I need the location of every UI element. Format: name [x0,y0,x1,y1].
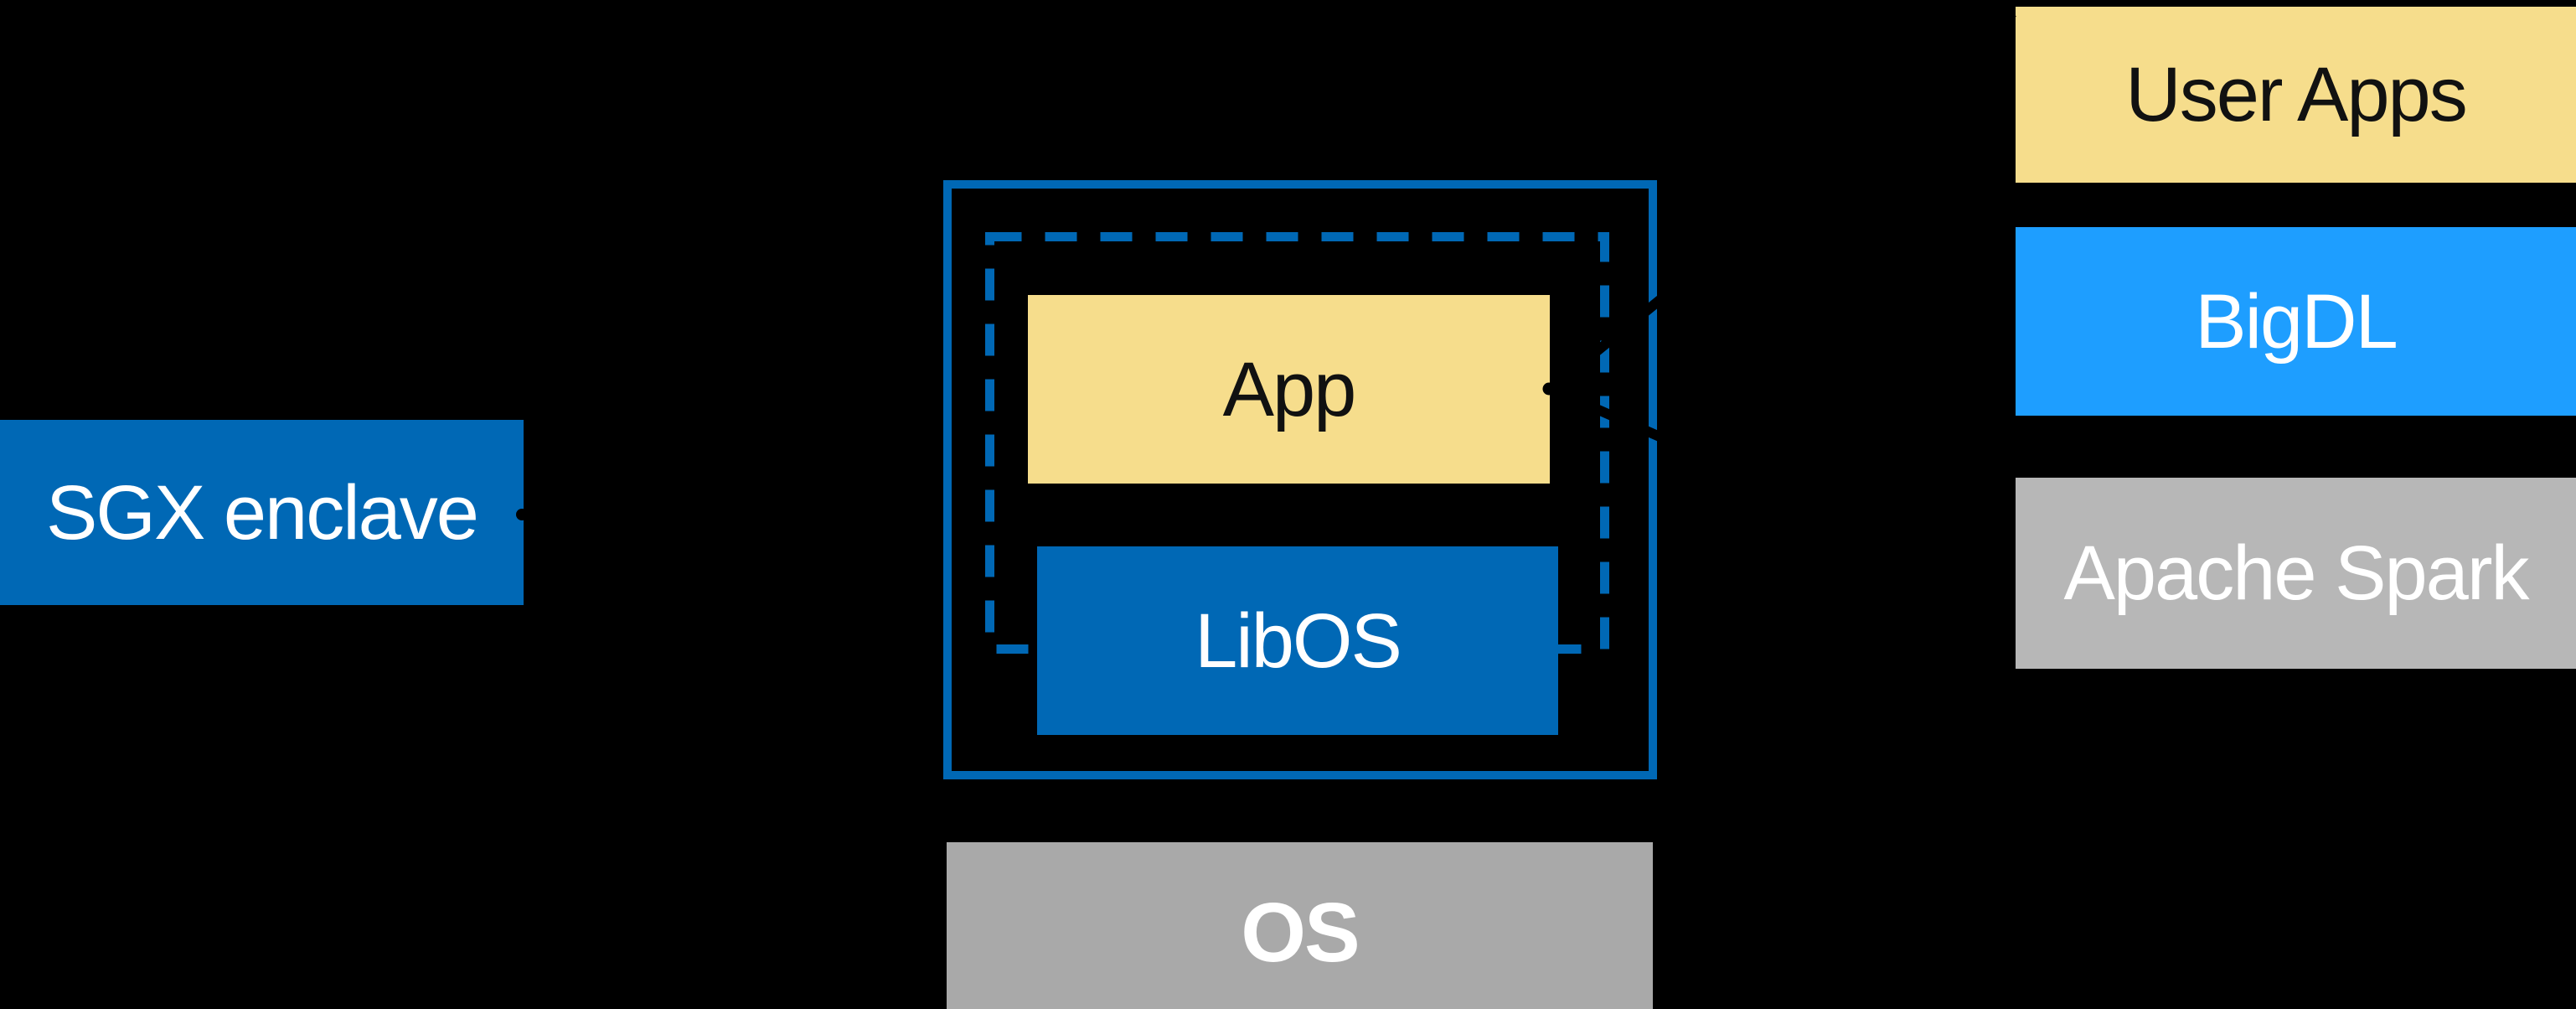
os-box: OS [947,842,1653,1009]
user-apps-label: User Apps [2125,52,2467,137]
apache-spark-box: Apache Spark [2016,478,2576,669]
apache-spark-label: Apache Spark [2063,530,2530,616]
os-label: OS [1241,885,1360,980]
libos-box: LibOS [1037,546,1558,735]
sgx-enclave-box: SGX enclave [0,420,524,605]
sgx-enclave-label: SGX enclave [46,469,479,556]
app-label: App [1222,346,1357,432]
bigdl-box: BigDL [2016,227,2576,416]
app-box: App [1028,295,1550,484]
user-apps-box: User Apps [2016,7,2576,183]
bigdl-label: BigDL [2195,278,2398,365]
libos-label: LibOS [1195,598,1402,684]
